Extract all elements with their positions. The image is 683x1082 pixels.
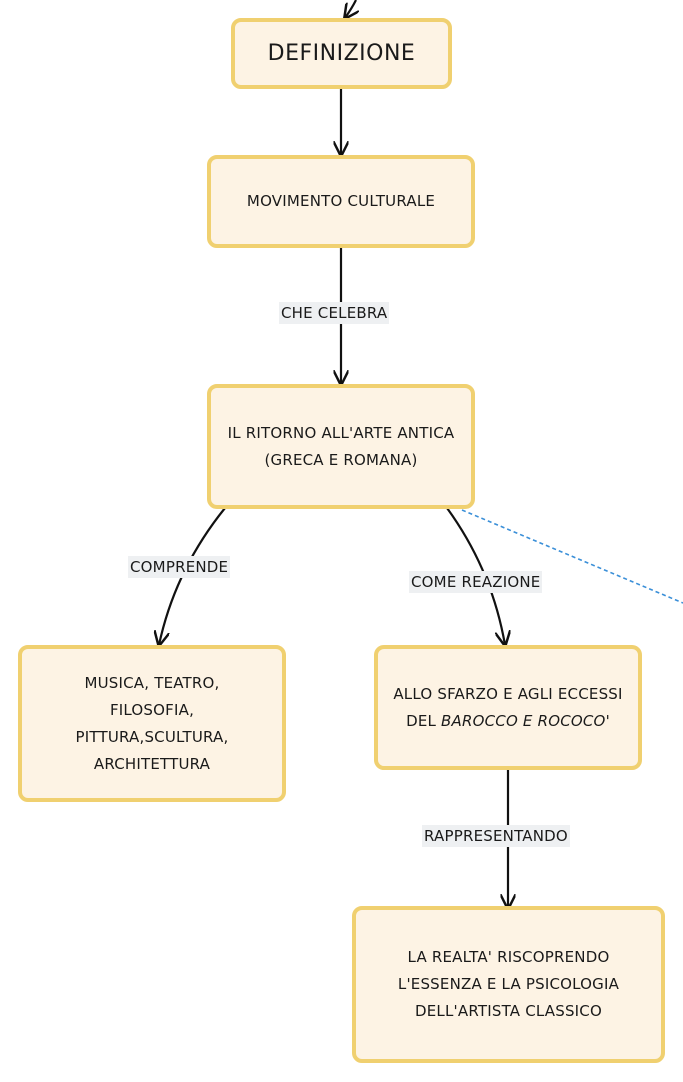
node-movimento-text: MOVIMENTO CULTURALE [246, 192, 436, 210]
connector-incoming [345, 0, 356, 18]
node-sfarzo-text: ALLO SFARZO E AGLI ECCESSI DEL BAROCCO E… [392, 681, 624, 735]
edge-label-rappresentando: RAPPRESENTANDO [422, 825, 570, 847]
node-sfarzo-text-plain: ALLO SFARZO E AGLI ECCESSI DEL [393, 684, 623, 730]
edge-label-come-reazione: COME REAZIONE [409, 571, 543, 593]
node-realta-text: LA REALTA' RISCOPRENDO L'ESSENZA E LA PS… [397, 948, 620, 1020]
edge-label-che-celebra: CHE CELEBRA [279, 302, 390, 324]
edge-label-comprende: COMPRENDE [128, 556, 231, 578]
dashed-link-offscreen [461, 509, 683, 604]
node-sfarzo-text-italic: BAROCCO E ROCOCO' [441, 711, 610, 730]
node-definizione-text: DEFINIZIONE [267, 41, 416, 66]
node-definizione[interactable]: DEFINIZIONE [231, 18, 452, 89]
node-movimento-culturale[interactable]: MOVIMENTO CULTURALE [207, 155, 475, 248]
node-musica-teatro[interactable]: MUSICA, TEATRO, FILOSOFIA, PITTURA,SCULT… [18, 645, 286, 802]
node-realta-riscoprendo[interactable]: LA REALTA' RISCOPRENDO L'ESSENZA E LA PS… [352, 906, 665, 1063]
node-musica-text: MUSICA, TEATRO, FILOSOFIA, PITTURA,SCULT… [75, 673, 229, 773]
node-ritorno-text: IL RITORNO ALL'ARTE ANTICA (GRECA E ROMA… [227, 423, 455, 469]
node-sfarzo-eccessi[interactable]: ALLO SFARZO E AGLI ECCESSI DEL BAROCCO E… [374, 645, 642, 770]
node-ritorno-arte-antica[interactable]: IL RITORNO ALL'ARTE ANTICA (GRECA E ROMA… [207, 384, 475, 509]
